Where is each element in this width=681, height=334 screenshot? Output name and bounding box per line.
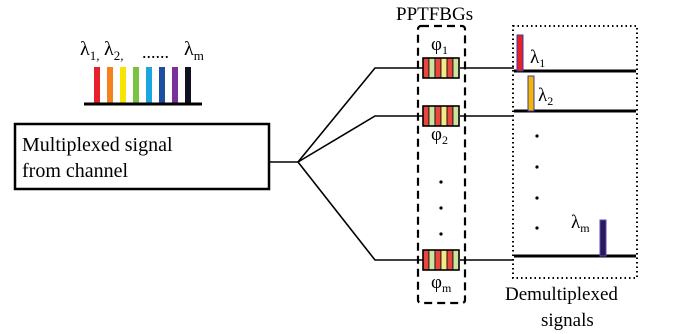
spectrum-bars	[94, 67, 191, 104]
spectrum-bar	[185, 67, 191, 104]
pptfbg-gratings	[422, 57, 460, 271]
output-channel-2: λ2	[514, 75, 636, 113]
source-label-line1: Multiplexed signal	[22, 134, 173, 156]
multiplexed-signal-box	[13, 122, 271, 191]
input-lambda-1: λ1,	[80, 38, 99, 63]
output-channel-m: λm	[514, 212, 636, 258]
spectrum-bar	[133, 67, 139, 104]
demux-output-window	[512, 25, 638, 279]
spectrum-bar	[159, 67, 165, 104]
phase-label-1: φ1	[431, 34, 448, 57]
output-channel-1: λ1	[514, 34, 636, 73]
spectrum-bar	[172, 67, 178, 104]
input-lambda-m: λm	[184, 38, 204, 63]
spectrum-bar	[107, 67, 113, 104]
spectrum-bar	[120, 67, 126, 104]
splitter-fibers	[269, 67, 424, 261]
output-lambda-2: λ2	[538, 85, 553, 108]
pptfbg-grating-1	[422, 57, 460, 79]
pptfbgs-title: PPTFBGs	[396, 4, 473, 25]
phase-label-2: φ2	[431, 124, 448, 147]
output-lambda-m: λm	[571, 212, 590, 235]
output-fibers	[460, 67, 514, 261]
pptfbg-enclosure	[416, 24, 467, 305]
pptfbg-grating-2	[422, 105, 460, 127]
input-spectrum: λ1, λ2, ...... λm	[80, 38, 204, 106]
output-ellipsis	[535, 134, 539, 230]
grating-ellipsis	[439, 180, 443, 236]
input-lambda-dots: ......	[142, 42, 169, 62]
spectrum-bar	[94, 67, 100, 104]
pptfbg-grating-3	[422, 249, 460, 271]
spectrum-bar	[146, 67, 152, 104]
source-label-line2: from channel	[22, 160, 129, 182]
phase-label-m: φm	[431, 272, 452, 295]
output-caption-line1: Demultiplexed	[505, 284, 618, 305]
output-lambda-1: λ1	[530, 47, 545, 70]
output-caption-line2: signals	[541, 310, 594, 331]
input-lambda-2: λ2,	[104, 38, 123, 63]
